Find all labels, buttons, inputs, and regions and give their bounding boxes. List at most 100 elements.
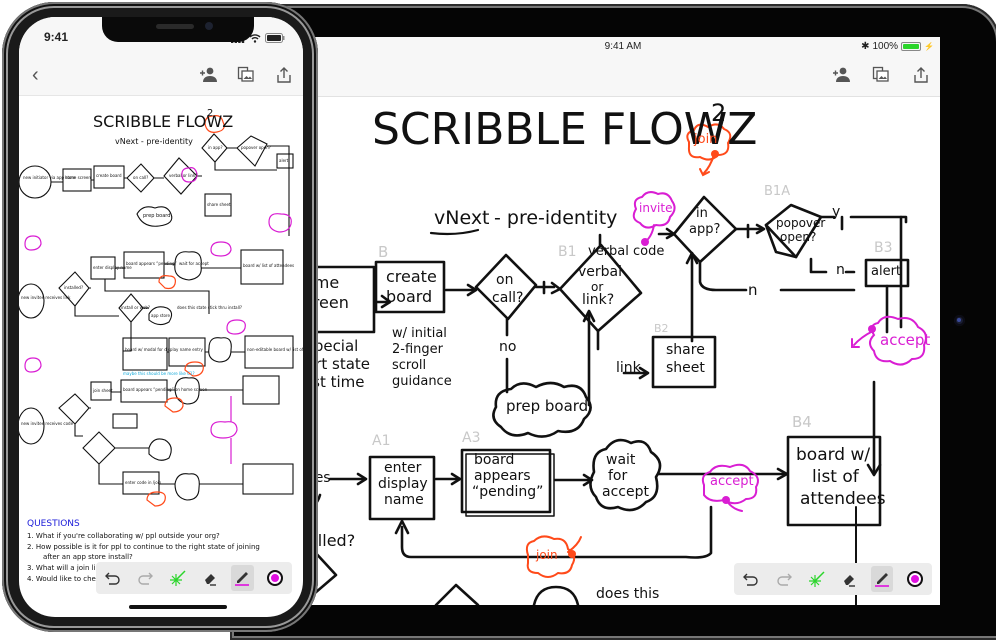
question-4: 4. Would like to chec [27, 575, 100, 583]
pen-button[interactable] [870, 566, 894, 592]
battery-icon [901, 42, 922, 51]
undo-button[interactable] [102, 565, 124, 591]
ipad-drawing-toolbar [734, 563, 932, 595]
add-person-icon[interactable] [832, 66, 850, 84]
share-icon[interactable] [275, 66, 293, 84]
canvas-subtitle: - pre-identity [494, 207, 618, 229]
home-indicator[interactable] [129, 605, 227, 609]
pen-button[interactable] [231, 565, 254, 591]
node-oncall-line1: on [496, 272, 514, 288]
tag-B1A: B1A [764, 184, 791, 199]
node-verbal-line3: link? [582, 292, 615, 308]
eraser-button[interactable] [838, 566, 861, 592]
questions-heading: QUESTIONS [27, 519, 80, 529]
annotation-join-2: join [536, 548, 558, 562]
question-2: 2. How possible is it for ppl to continu… [27, 543, 260, 551]
note-create-2: 2-finger [392, 342, 443, 357]
ipad-camera [954, 315, 965, 326]
ipad-status-bar: 9:41 AM ✱ 100% ⚡ [306, 37, 940, 57]
whiteboard-canvas[interactable]: SCRIBBLE FLOWZ 2 vNext - pre-identity om… [306, 97, 940, 605]
laser-pointer-button[interactable] [805, 566, 828, 592]
color-picker-button[interactable] [264, 565, 286, 591]
canvas-title: SCRIBBLE FLOWZ [372, 104, 758, 155]
edge-label-no: no [499, 339, 517, 355]
share-icon[interactable] [912, 66, 930, 84]
pen-icon [235, 572, 250, 586]
node-board-list-line1: board w/ [796, 445, 871, 465]
mini-non-editable: non-editable board w/ list of attendees [247, 347, 303, 352]
gallery-icon[interactable] [872, 66, 890, 84]
undo-icon [743, 573, 759, 586]
undo-icon [105, 572, 120, 585]
note-home-1: special [306, 337, 359, 355]
tag-B2: B2 [654, 322, 669, 335]
iphone-notch [102, 17, 254, 42]
color-swatch [266, 570, 283, 586]
status-time: 9:41 [44, 30, 69, 44]
mini-new-initiator: new initiator via app store [23, 175, 76, 180]
mini-on-call: on call? [133, 175, 149, 180]
node-share-line1: share [666, 342, 705, 358]
node-wait-line2: for [608, 468, 628, 484]
undo-button[interactable] [740, 566, 763, 592]
node-wait-line3: accept [602, 484, 649, 500]
annotation-accept-2: accept [710, 474, 754, 489]
question-1: 1. What if you're collaborating w/ ppl o… [27, 532, 220, 540]
redo-icon [777, 573, 792, 586]
redo-button[interactable] [134, 565, 156, 591]
mini-does-this: does this state stick thru install? [177, 305, 242, 310]
mini-maybe-note: maybe this should be more like C1? [123, 371, 195, 376]
laser-pointer-button[interactable] [167, 565, 189, 591]
node-alert: alert [871, 264, 902, 279]
node-wait-line1: wait [606, 452, 636, 468]
mini-enter-code: enter code in /join [125, 480, 162, 485]
mini-verbal-or-link: verbal or link? [169, 173, 198, 178]
wifi-icon [249, 30, 261, 48]
iphone-frame: 9:41 ‹ [0, 0, 322, 636]
node-pending-line3: “pending” [472, 484, 544, 500]
node-board-list-line2: list of [812, 467, 859, 487]
color-swatch [906, 571, 923, 587]
mini-home-screen: home screen [65, 175, 91, 180]
node-oncall-line2: call? [492, 290, 524, 306]
eraser-icon [844, 575, 856, 587]
eraser-button[interactable] [199, 565, 221, 591]
color-picker-button[interactable] [903, 566, 926, 592]
node-create-line1: create [386, 267, 437, 286]
eraser-icon [205, 574, 217, 586]
mini-board-pending-home: board appears “pending” on home screen [123, 387, 208, 392]
laser-pointer-icon [808, 571, 825, 587]
ipad-toolbar [306, 57, 940, 97]
mini-subtitle: vNext - pre-identity [115, 137, 193, 146]
node-create-line2: board [386, 287, 433, 306]
gallery-icon[interactable] [237, 66, 255, 84]
note-create-4: guidance [392, 374, 452, 389]
add-person-icon[interactable] [199, 66, 217, 84]
note-create-1: w/ initial [392, 326, 447, 341]
mini-alert: alert [279, 158, 289, 163]
iphone-drawing-toolbar [96, 562, 292, 594]
edge-label-n: n [748, 281, 758, 299]
node-verbal-line2: or [591, 280, 604, 294]
whiteboard-canvas-mini[interactable]: SCRIBBLE FLOWZ 2 vNext - pre-identity ne… [19, 96, 303, 617]
charging-icon: ⚡ [924, 42, 934, 51]
node-popover-line2: open? [780, 230, 817, 244]
question-3: 3. What will a join link look like? [27, 564, 139, 572]
mini-installed: installed? [64, 285, 84, 290]
annotation-accept: accept [880, 331, 931, 349]
node-inapp-line2: app? [689, 222, 721, 237]
tag-A3: A3 [462, 430, 481, 446]
mini-new-invitee-code: new invitee receives code [21, 421, 74, 426]
node-pending-line2: appears [474, 468, 531, 484]
back-button[interactable]: ‹ [32, 64, 39, 86]
pen-icon [875, 573, 890, 587]
note-home-2: art state [306, 355, 371, 373]
node-inapp-line1: in [696, 206, 708, 221]
tag-B1: B1 [558, 244, 577, 260]
node-installed: alled? [308, 531, 356, 550]
redo-button[interactable] [773, 566, 796, 592]
question-2-cont: after an app store install? [43, 553, 133, 561]
status-time: 9:41 AM [604, 41, 642, 52]
mini-app-store: app store [151, 313, 170, 318]
node-enter-line1: enter [384, 460, 422, 476]
